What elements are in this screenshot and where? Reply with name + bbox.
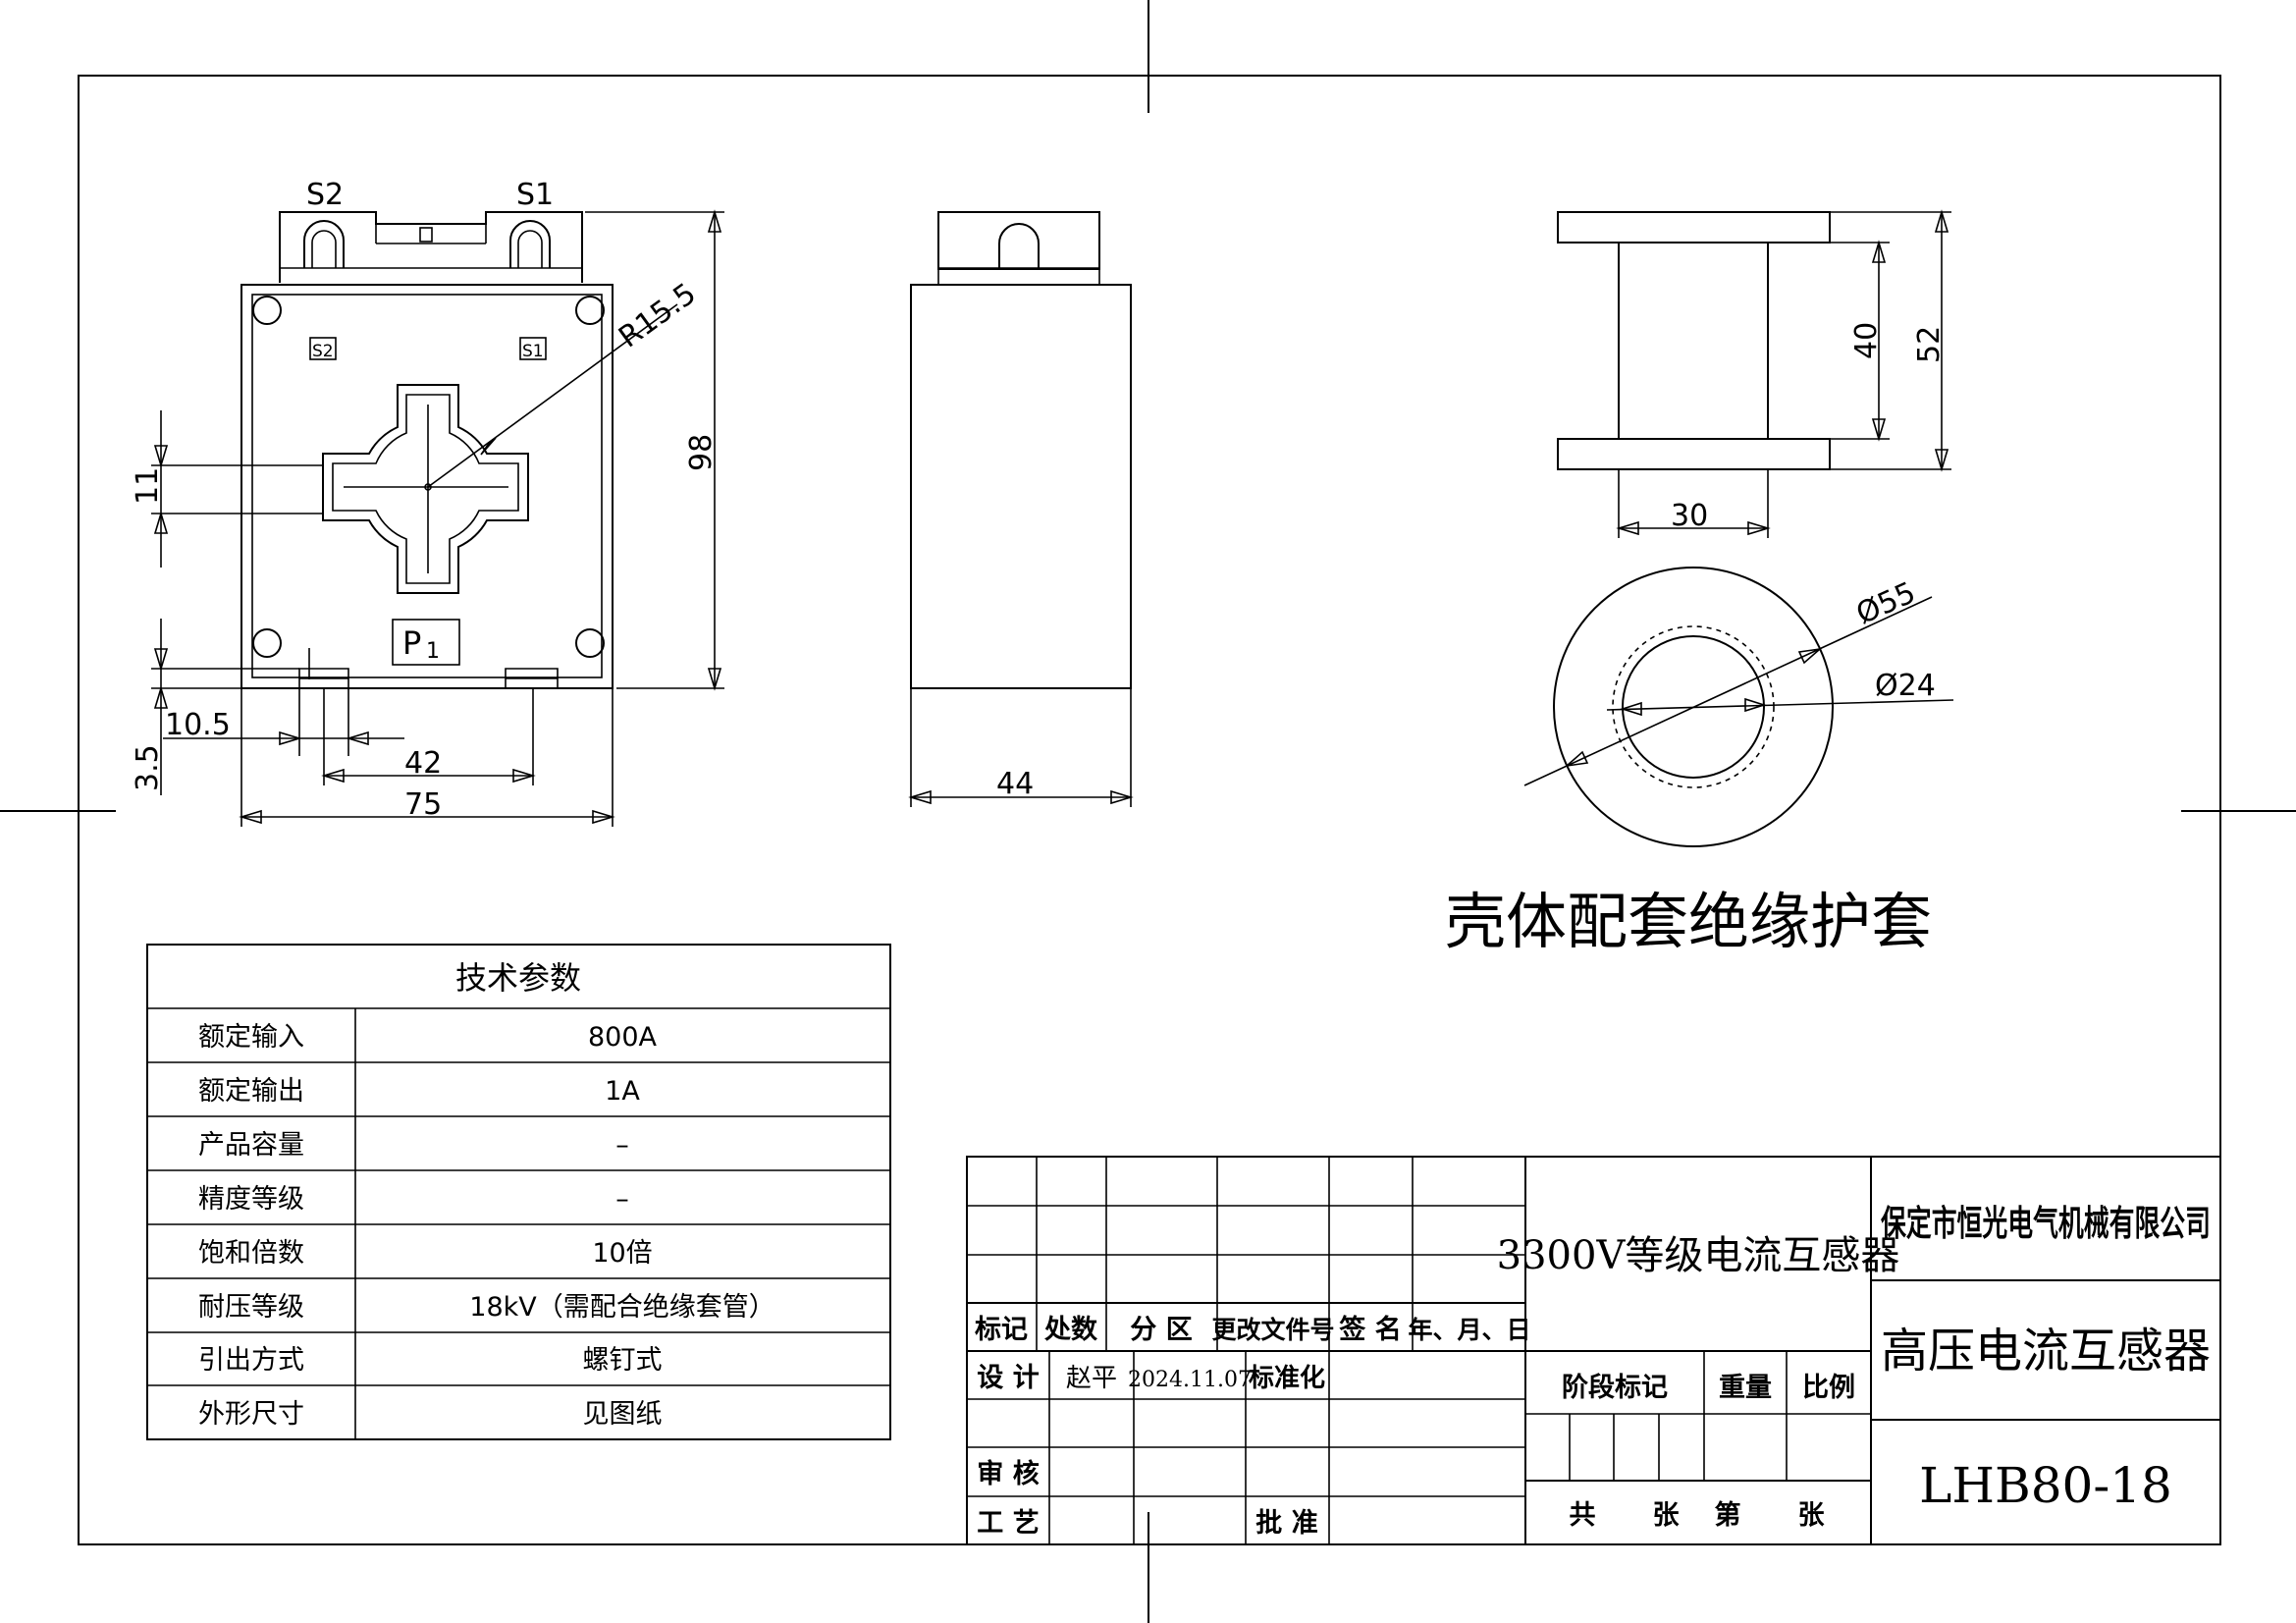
mark-s2: S2	[312, 342, 334, 361]
tech-param-label: 饱和倍数	[198, 1238, 304, 1269]
inner-diameter-leader	[1606, 699, 1954, 711]
tb-standard-label: 标准化	[1249, 1364, 1325, 1393]
tech-param-value: 1A	[605, 1076, 640, 1107]
dim-pitch: 42	[404, 746, 442, 781]
mounting-hole	[252, 628, 282, 658]
side-housing	[910, 284, 1132, 689]
tb-total-label: 共	[1570, 1500, 1596, 1531]
tb-category: 高压电流互感器	[1881, 1324, 2211, 1379]
tech-param-value: 螺钉式	[583, 1345, 663, 1376]
side-terminal-block	[937, 211, 1100, 270]
tb-designer: 赵平	[1066, 1364, 1117, 1393]
terminal-label-s1: S1	[516, 178, 554, 212]
sleeve-view: 40 52 30 Ø55 Ø24 壳体配套绝缘护套	[1445, 209, 1954, 957]
front-view: S2 S1 S2 S1 P 1 R15.5	[131, 178, 724, 827]
tb-process-label: 工 艺	[977, 1508, 1039, 1539]
mounting-hole	[575, 628, 605, 658]
tb-header-mark: 标记	[975, 1315, 1028, 1345]
tb-stage-label: 阶段标记	[1562, 1373, 1668, 1403]
dim-height: 98	[684, 434, 719, 471]
sleeve-hidden-circle	[1612, 625, 1775, 788]
terminal-s1-loop	[509, 220, 551, 268]
tech-param-label: 额定输出	[198, 1076, 304, 1107]
tech-param-label: 耐压等级	[198, 1292, 304, 1323]
mounting-hole	[575, 296, 605, 325]
tb-header-sign: 签 名	[1339, 1314, 1401, 1345]
tb-weight-label: 重量	[1719, 1373, 1772, 1403]
side-terminal-loop	[998, 223, 1040, 269]
dim-width: 75	[404, 787, 442, 822]
sleeve-inner-circle	[1622, 635, 1765, 779]
tech-param-value: 800A	[588, 1022, 658, 1053]
tb-sheet-label-2: 张	[1798, 1500, 1826, 1531]
dim-inner-length: 40	[1849, 322, 1884, 359]
side-view: 44	[908, 211, 1134, 807]
terminal-s2-loop	[303, 220, 345, 268]
title-block: 标记 处数 分 区 更改文件号 签 名 年、月、日 设 计 赵平 2024.11…	[966, 1156, 2221, 1545]
tb-header-date: 年、月、日	[1408, 1316, 1530, 1344]
mounting-hole	[252, 296, 282, 325]
sleeve-flange-top	[1557, 211, 1831, 243]
sleeve-outer-circle	[1553, 567, 1834, 847]
dim-slot: 11	[131, 467, 165, 505]
housing-outline	[240, 284, 614, 689]
dim-depth: 44	[996, 767, 1034, 801]
tb-design-date: 2024.11.07	[1128, 1368, 1252, 1392]
tb-design-label: 设 计	[977, 1363, 1039, 1393]
mark-s1: S1	[522, 342, 544, 361]
tech-param-label: 产品容量	[198, 1130, 304, 1161]
tb-company: 保定市恒光电气机械有限公司	[1881, 1203, 2211, 1244]
mark-box-s2	[309, 337, 337, 360]
tech-param-value: 18kV（需配合绝缘套管）	[469, 1292, 774, 1323]
dim-offset-bottom: 3.5	[131, 744, 165, 791]
terminal-label-s2: S2	[306, 178, 344, 212]
tb-header-docno: 更改文件号	[1211, 1316, 1334, 1344]
tb-approve-label: 批 准	[1255, 1508, 1317, 1539]
dim-inner-diameter: Ø24	[1875, 669, 1936, 703]
mark-box-s1	[519, 337, 547, 360]
tb-product-name: 3300V等级电流互感器	[1497, 1233, 1900, 1278]
tb-header-zone: 分 区	[1130, 1315, 1192, 1345]
tb-sheet-label: 张	[1653, 1500, 1681, 1531]
dim-outer-length: 52	[1912, 326, 1947, 363]
tech-param-value: –	[615, 1184, 629, 1215]
dim-offset-left: 10.5	[165, 708, 231, 742]
tb-no-label: 第	[1715, 1499, 1741, 1531]
tech-param-label: 引出方式	[198, 1345, 304, 1376]
tech-param-value: 见图纸	[583, 1399, 663, 1430]
primary-window	[322, 384, 529, 594]
tech-param-label: 外形尺寸	[198, 1399, 304, 1430]
tb-model: LHB80-18	[1919, 1457, 2172, 1514]
terminal-block	[279, 211, 583, 283]
tb-header-count: 处数	[1043, 1315, 1098, 1345]
outer-diameter-leader	[1523, 596, 1933, 786]
sleeve-flange-bottom	[1557, 438, 1831, 470]
tech-param-label: 精度等级	[198, 1184, 304, 1215]
p1-mark: P	[402, 624, 421, 662]
tech-param-value: 10倍	[592, 1238, 652, 1269]
housing-inner	[251, 294, 603, 678]
tech-param-value: –	[615, 1130, 629, 1161]
tech-table-title: 技术参数	[455, 959, 581, 997]
radius-leader	[427, 303, 678, 488]
tech-param-label: 额定输入	[198, 1022, 304, 1053]
tb-scale-label: 比例	[1802, 1373, 1855, 1403]
p1-mark-subscript: 1	[426, 639, 440, 664]
dim-outer-diameter: Ø55	[1851, 575, 1921, 631]
tech-params-table: 技术参数 额定输入 800A 额定输出 1A 产品容量 – 精度等级 – 饱和倍…	[146, 944, 891, 1440]
dim-sleeve-width: 30	[1671, 499, 1708, 533]
p1-mark-box	[392, 619, 460, 666]
dim-radius: R15.5	[613, 277, 702, 355]
sleeve-caption: 壳体配套绝缘护套	[1445, 886, 1932, 957]
tb-review-label: 审 核	[977, 1458, 1039, 1489]
